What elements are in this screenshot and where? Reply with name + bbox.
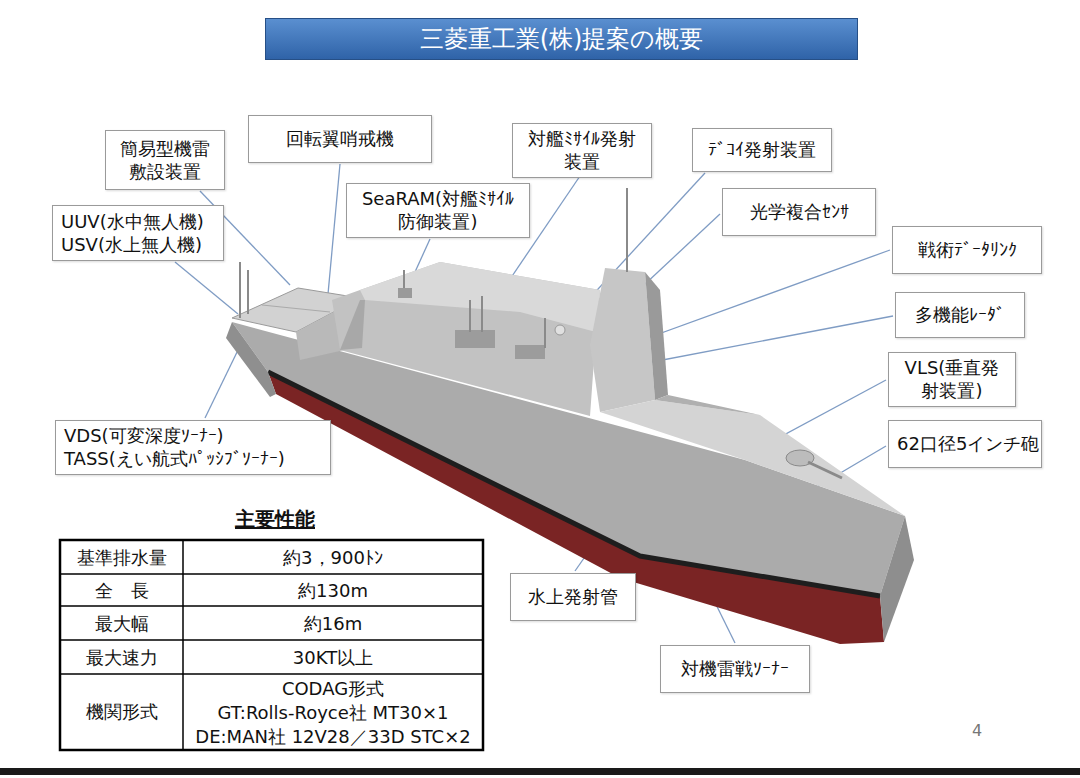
- callout-text: 光学複合ｾﾝｻ: [731, 200, 867, 223]
- table-cell: 基準排水量: [62, 542, 182, 574]
- callout-text: 62口径5インチ砲: [897, 432, 1033, 455]
- table-cell: 最大速力: [62, 642, 182, 674]
- table-cell: 最大幅: [62, 608, 182, 640]
- callout-text: UUV(水中無人機): [61, 210, 215, 233]
- callout-box: 水上発射管: [510, 573, 636, 621]
- table-cell: 約16m: [185, 608, 481, 640]
- callout-box: SeaRAM(対艦ﾐｻｲﾙ 防御装置): [346, 183, 530, 238]
- callout-box: 62口径5インチ砲: [888, 420, 1042, 468]
- table-cell: GT:Rolls-Royce社 MT30×1: [185, 701, 481, 725]
- table-cell: 全 長: [62, 576, 182, 606]
- callout-box: 光学複合ｾﾝｻ: [722, 188, 876, 236]
- callout-box: VDS(可変深度ｿｰﾅｰ)TASS(えい航式ﾊﾟｯｼﾌﾞｿｰﾅｰ): [55, 420, 331, 475]
- page-number: 4: [962, 715, 992, 745]
- callout-text: 回転翼哨戒機: [257, 127, 423, 150]
- callout-text: 対機雷戦ｿｰﾅｰ: [669, 657, 801, 680]
- callout-text: 対艦ﾐｻｲﾙ発射 装置: [521, 127, 643, 174]
- callout-box: UUV(水中無人機)USV(水上無人機): [52, 205, 224, 261]
- callout-box: 多機能ﾚｰﾀﾞ: [895, 292, 1025, 338]
- callout-text: 戦術ﾃﾞｰﾀﾘﾝｸ: [901, 238, 1033, 261]
- table-cell: DE:MAN社 12V28／33D STC×2: [185, 725, 481, 749]
- callout-text: 水上発射管: [519, 585, 627, 608]
- title-text: 三菱重工業(株)提案の概要: [420, 23, 704, 55]
- table-grid: [60, 540, 483, 750]
- callout-box: 対艦ﾐｻｲﾙ発射 装置: [512, 123, 652, 178]
- table-heading: 主要性能: [190, 504, 360, 534]
- bottom-bar: [0, 768, 1080, 775]
- callout-text: ﾃﾞｺｲ発射装置: [701, 138, 823, 161]
- callout-box: 対機雷戦ｿｰﾅｰ: [660, 645, 810, 693]
- table-cell: 約130m: [185, 576, 481, 606]
- callout-box: VLS(垂直発 射装置): [888, 352, 1016, 407]
- table-cell: 機関形式: [62, 676, 182, 748]
- callout-box: ﾃﾞｺｲ発射装置: [692, 128, 832, 172]
- title-band: 三菱重工業(株)提案の概要: [265, 18, 858, 60]
- table-cell: 約3，900ﾄﾝ: [185, 542, 481, 574]
- table-cell: CODAG形式: [185, 677, 481, 701]
- callout-box: 回転翼哨戒機: [248, 115, 432, 163]
- callout-text: SeaRAM(対艦ﾐｻｲﾙ 防御装置): [355, 187, 521, 234]
- callout-text: USV(水上無人機): [61, 233, 215, 256]
- callout-text: 多機能ﾚｰﾀﾞ: [904, 303, 1016, 326]
- callout-box: 戦術ﾃﾞｰﾀﾘﾝｸ: [892, 226, 1042, 274]
- table-cell: 30KT以上: [185, 642, 481, 674]
- callout-text: 簡易型機雷 敷設装置: [114, 137, 216, 184]
- ship: [226, 188, 914, 644]
- callout-text: TASS(えい航式ﾊﾟｯｼﾌﾞｿｰﾅｰ): [64, 447, 322, 470]
- callout-text: VDS(可変深度ｿｰﾅｰ): [64, 424, 322, 447]
- callout-box: 簡易型機雷 敷設装置: [105, 130, 225, 190]
- callout-text: VLS(垂直発 射装置): [897, 356, 1007, 403]
